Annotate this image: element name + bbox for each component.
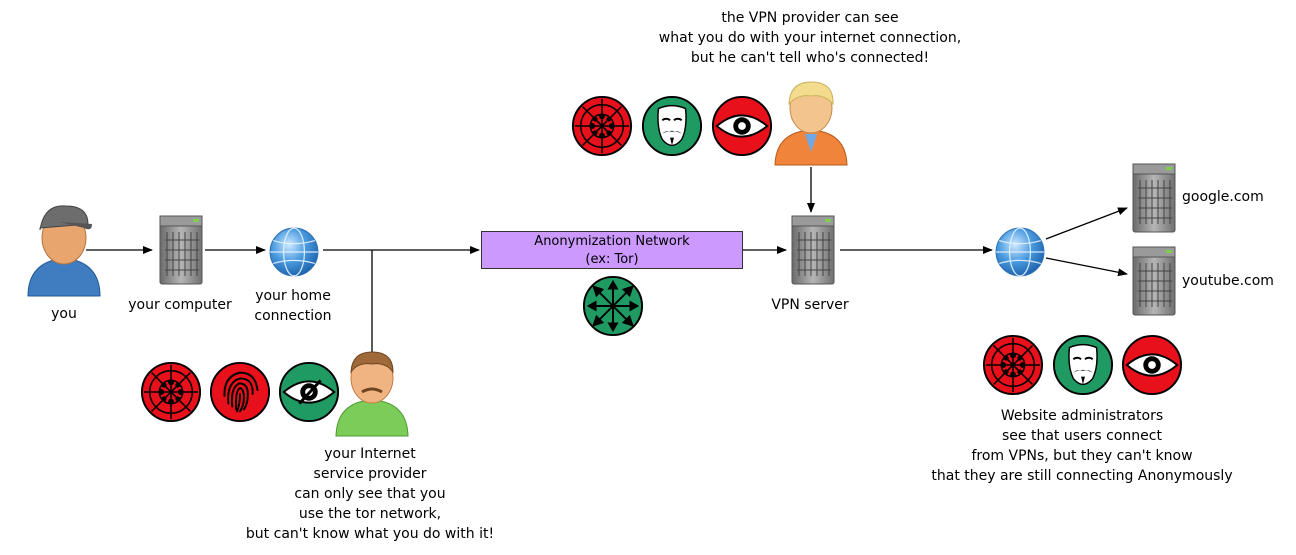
admin-note-line3: from VPNs, but they can't know — [971, 448, 1193, 464]
vpn-note-line2: what you do with your internet connectio… — [658, 30, 962, 46]
home-line2: connection — [254, 308, 332, 324]
label-you: you — [51, 306, 77, 322]
isp-note-line2: service provider — [313, 466, 427, 482]
label-your-computer: your computer — [128, 297, 232, 313]
network-label-line2: (ex: Tor) — [585, 252, 639, 267]
label-vpn-server: VPN server — [771, 297, 849, 313]
arrow-internet-google — [1045, 207, 1128, 240]
connectors — [86, 167, 1128, 356]
isp-note-line1: your Internet — [324, 446, 416, 462]
vpn-note-line3: but he can't tell who's connected! — [690, 50, 930, 66]
tracking-red-icon — [571, 95, 633, 157]
anonymous-mask-green-icon — [641, 95, 703, 157]
label-google: google.com — [1182, 189, 1264, 205]
isp-person-icon — [335, 351, 409, 437]
note-isp: your Internet service provider can only … — [230, 444, 510, 544]
arrow-internet-youtube — [1045, 257, 1128, 277]
vpn-note-line1: the VPN provider can see — [721, 10, 899, 26]
home-connection-globe-icon — [269, 227, 319, 277]
label-youtube: youtube.com — [1182, 273, 1274, 289]
network-label-line1: Anonymization Network — [534, 234, 690, 249]
anonymous-mask-green-icon — [1052, 334, 1114, 396]
eye-red-icon — [1121, 334, 1183, 396]
youtube-server-icon — [1132, 246, 1176, 316]
admin-note-line4: that they are still connecting Anonymous… — [931, 468, 1233, 484]
note-website-admins: Website administrators see that users co… — [912, 406, 1252, 486]
fingerprint-red-icon — [209, 361, 271, 423]
admin-note-line1: Website administrators — [1000, 408, 1164, 424]
tracking-red-icon — [140, 361, 202, 423]
vpn-provider-person-icon — [774, 81, 848, 166]
label-home-connection: your home connection — [238, 286, 348, 326]
admin-note-line2: see that users connect — [1002, 428, 1162, 444]
eye-red-icon — [711, 95, 773, 157]
internet-globe-icon — [995, 227, 1045, 277]
your-computer-server-icon — [159, 215, 203, 285]
isp-note-line3: can only see that you — [294, 486, 446, 502]
isp-note-line5: but can't know what you do with it! — [245, 526, 495, 542]
google-server-icon — [1132, 163, 1176, 233]
user-person-icon — [27, 205, 101, 297]
anonymization-network-box: Anonymization Network (ex: Tor) — [481, 231, 743, 269]
eye-blocked-green-icon — [278, 361, 340, 423]
isp-note-line4: use the tor network, — [298, 506, 442, 522]
note-vpn-provider: the VPN provider can see what you do wit… — [640, 8, 980, 68]
home-line1: your home — [255, 288, 331, 304]
vpn-server-icon — [791, 215, 835, 285]
network-arrows-green-icon — [582, 275, 644, 337]
tracking-red-icon — [982, 334, 1044, 396]
